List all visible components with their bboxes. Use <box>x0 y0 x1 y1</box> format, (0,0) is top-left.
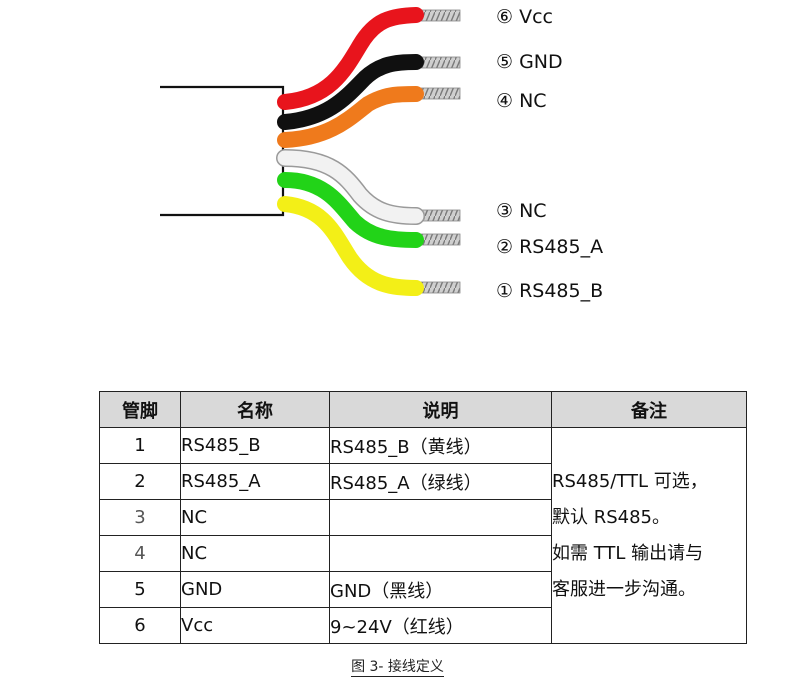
pin-name: NC <box>180 535 330 572</box>
pin-description <box>329 499 552 536</box>
wire-label-5: ⑤ GND <box>496 51 563 73</box>
pin-name: NC <box>180 499 330 536</box>
remark-line: 如需 TTL 输出请与 <box>552 542 704 564</box>
wire-label-2: ② RS485_A <box>496 236 603 258</box>
cable-jacket <box>160 85 285 217</box>
wire-gnd-black <box>277 54 424 130</box>
table-row: 1 RS485_B RS485_B（黄线） RS485/TTL 可选， 默认 R… <box>99 427 747 644</box>
table-row: 3 NC <box>99 499 747 536</box>
figure-caption-text: 图 3- 接线定义 <box>351 659 444 677</box>
pin-description <box>329 535 552 572</box>
remark-line: 客服进一步沟通。 <box>552 578 696 600</box>
wire-label-4: ④ NC <box>496 90 547 112</box>
pin-number: 3 <box>99 499 181 536</box>
header-name: 名称 <box>180 391 330 428</box>
wire-rs485b-yellow <box>277 196 424 296</box>
pin-name: RS485_A <box>180 463 330 500</box>
table-row: 5 GND GND（黑线） <box>99 571 747 608</box>
figure-caption: 图 3- 接线定义 <box>0 656 795 677</box>
wire-label-1: ① RS485_B <box>496 280 603 302</box>
wire-label-3: ③ NC <box>496 200 547 222</box>
table-header-row: 管脚 名称 说明 备注 <box>99 391 747 428</box>
pin-number: 5 <box>99 571 181 608</box>
pin-name: RS485_B <box>180 427 330 464</box>
wiring-diagram: ⑥ Vcc ⑤ GND ④ NC ③ NC ② RS485_A ① RS485_… <box>160 6 603 302</box>
wire-nc-orange <box>277 86 424 148</box>
conductor-ends <box>413 9 461 294</box>
pin-name: GND <box>180 571 330 608</box>
table-row: 2 RS485_A RS485_A（绿线） <box>99 463 747 500</box>
pin-name: Vcc <box>180 607 330 644</box>
header-description: 说明 <box>329 391 552 428</box>
header-pin: 管脚 <box>99 391 181 428</box>
pin-description: 9~24V（红线） <box>329 607 552 644</box>
remark-line: 默认 RS485。 <box>552 506 671 528</box>
header-remark: 备注 <box>551 391 747 428</box>
wire-label-6: ⑥ Vcc <box>496 6 553 28</box>
remark-cell: RS485/TTL 可选， 默认 RS485。 如需 TTL 输出请与 客服进一… <box>551 427 747 644</box>
pin-description: RS485_B（黄线） <box>329 427 552 464</box>
pin-number: 4 <box>99 535 181 572</box>
pin-definition-table: 管脚 名称 说明 备注 1 RS485_B RS485_B（黄线） RS485/… <box>99 391 747 644</box>
pin-number: 2 <box>99 463 181 500</box>
pin-description: GND（黑线） <box>329 571 552 608</box>
wire-vcc-red <box>277 7 424 110</box>
table-row: 6 Vcc 9~24V（红线） <box>99 607 747 644</box>
pin-number: 6 <box>99 607 181 644</box>
wire-rs485a-green <box>277 172 424 248</box>
pin-number: 1 <box>99 427 181 464</box>
pin-description: RS485_A（绿线） <box>329 463 552 500</box>
remark-line: RS485/TTL 可选， <box>552 470 708 492</box>
wire-nc-white <box>277 150 424 224</box>
